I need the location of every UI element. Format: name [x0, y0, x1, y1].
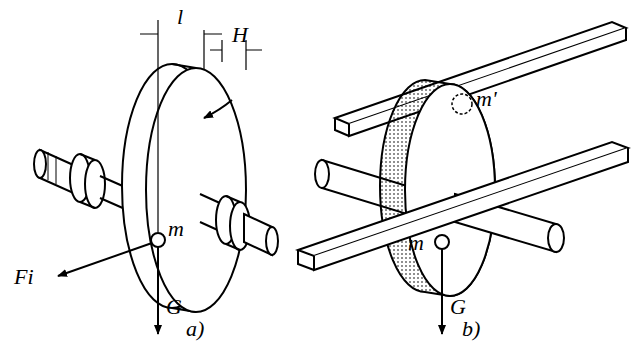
- force-label: G: [450, 296, 466, 318]
- mass-label: m: [168, 218, 184, 240]
- dimension-label: H: [232, 24, 248, 46]
- force-label: G: [166, 296, 182, 318]
- figure-label: a): [186, 318, 204, 340]
- figure-label: b): [462, 318, 480, 340]
- dimension-label: l: [177, 6, 183, 28]
- mass-label: m': [476, 88, 497, 110]
- force-label: Fi: [14, 266, 34, 288]
- mass-label: m: [408, 232, 424, 254]
